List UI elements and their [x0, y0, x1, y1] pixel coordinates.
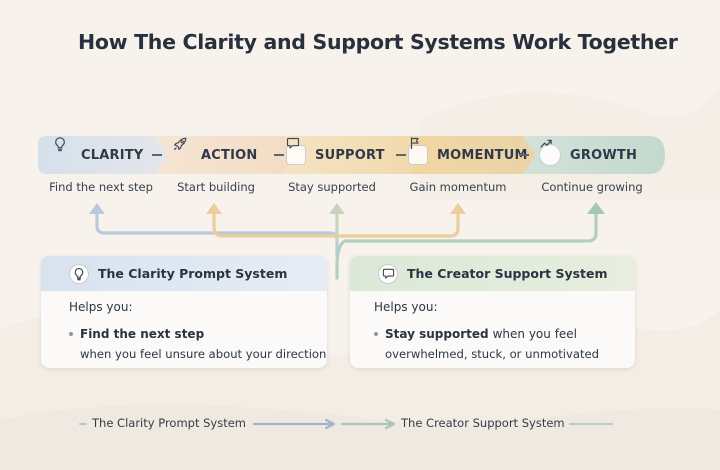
stage-segment-growth [523, 136, 665, 174]
flow-arrowhead-2 [384, 418, 396, 430]
arrowhead-clarity [89, 203, 105, 214]
arrowhead-action [206, 203, 222, 214]
stage-clarity: CLARITY [52, 136, 143, 174]
arrowhead-growth [587, 202, 605, 214]
support-system-card: The Creator Support System Helps you: St… [350, 256, 635, 368]
stage-connector-dash [519, 154, 529, 156]
benefit-detail: when you feel unsure about your directio… [80, 347, 327, 361]
card-title: The Clarity Prompt System [98, 266, 288, 281]
flow-label-clarity: The Clarity Prompt System [92, 416, 247, 430]
card-header: The Creator Support System [350, 256, 635, 291]
stage-caption-action: Start building [177, 180, 255, 194]
lightbulb-icon [52, 137, 72, 165]
benefit-item: Find the next step [69, 327, 327, 341]
clarity-system-card: The Clarity Prompt System Helps you: Fin… [41, 256, 327, 368]
stage-label-action: ACTION [201, 147, 258, 163]
benefit-continuation: when you feel [492, 327, 578, 341]
helps-label: Helps you: [374, 300, 438, 314]
flow-label-support: The Creator Support System [401, 416, 565, 430]
stage-caption-clarity: Find the next step [49, 180, 153, 194]
stage-segment-support [283, 136, 421, 174]
stage-caption-momentum: Gain momentum [409, 180, 507, 194]
stage-momentum: MOMENTUM [408, 136, 528, 174]
stage-support: SUPPORT [286, 136, 385, 174]
card-title: The Creator Support System [407, 266, 608, 281]
card-body: Helps you: Find the next step when you f… [41, 291, 327, 361]
stage-ribbon: CLARITY ACTION SUPPORT MOMENTUM GROWTH [38, 136, 665, 174]
connector-growth [335, 210, 598, 280]
benefit-item: Stay supported when you feel [374, 327, 635, 341]
benefit-detail: overwhelmed, stuck, or unmotivated [385, 347, 599, 361]
stage-caption-growth: Continue growing [541, 180, 643, 194]
flag-icon [408, 137, 428, 165]
bullet-dot [69, 332, 73, 336]
card-body: Helps you: Stay supported when you feel … [350, 291, 635, 361]
benefit-headline: Find the next step [80, 327, 205, 341]
page-title: How The Clarity and Support Systems Work… [78, 30, 678, 54]
stage-action: ACTION [172, 136, 257, 174]
arrowhead-momentum [450, 203, 466, 214]
stage-segment-momentum [408, 136, 536, 174]
rocket-icon [172, 137, 192, 165]
lightbulb-icon [69, 263, 89, 284]
card-header: The Clarity Prompt System [41, 256, 327, 291]
stage-label-clarity: CLARITY [81, 147, 144, 163]
benefit-headline: Stay supported [385, 327, 489, 341]
ribbon-chevrons [38, 136, 665, 174]
stage-connector-dash [274, 154, 284, 156]
chat-bubble-icon [286, 137, 306, 165]
stage-label-momentum: MOMENTUM [437, 147, 528, 163]
chat-bubble-icon [378, 263, 398, 284]
stage-growth: GROWTH [539, 136, 637, 174]
stage-segment-clarity [38, 136, 168, 174]
stage-label-growth: GROWTH [570, 147, 638, 163]
stage-connector-dash [152, 154, 162, 156]
flow-arrowhead-1 [324, 418, 336, 430]
arrowhead-support [329, 203, 345, 214]
stage-connector-dash [396, 154, 406, 156]
helps-label: Helps you: [69, 300, 133, 314]
stage-label-support: SUPPORT [315, 147, 385, 163]
bullet-dot [374, 332, 378, 336]
stage-caption-support: Stay supported [288, 180, 376, 194]
stage-segment-action [155, 136, 296, 174]
trend-up-icon [539, 139, 561, 166]
